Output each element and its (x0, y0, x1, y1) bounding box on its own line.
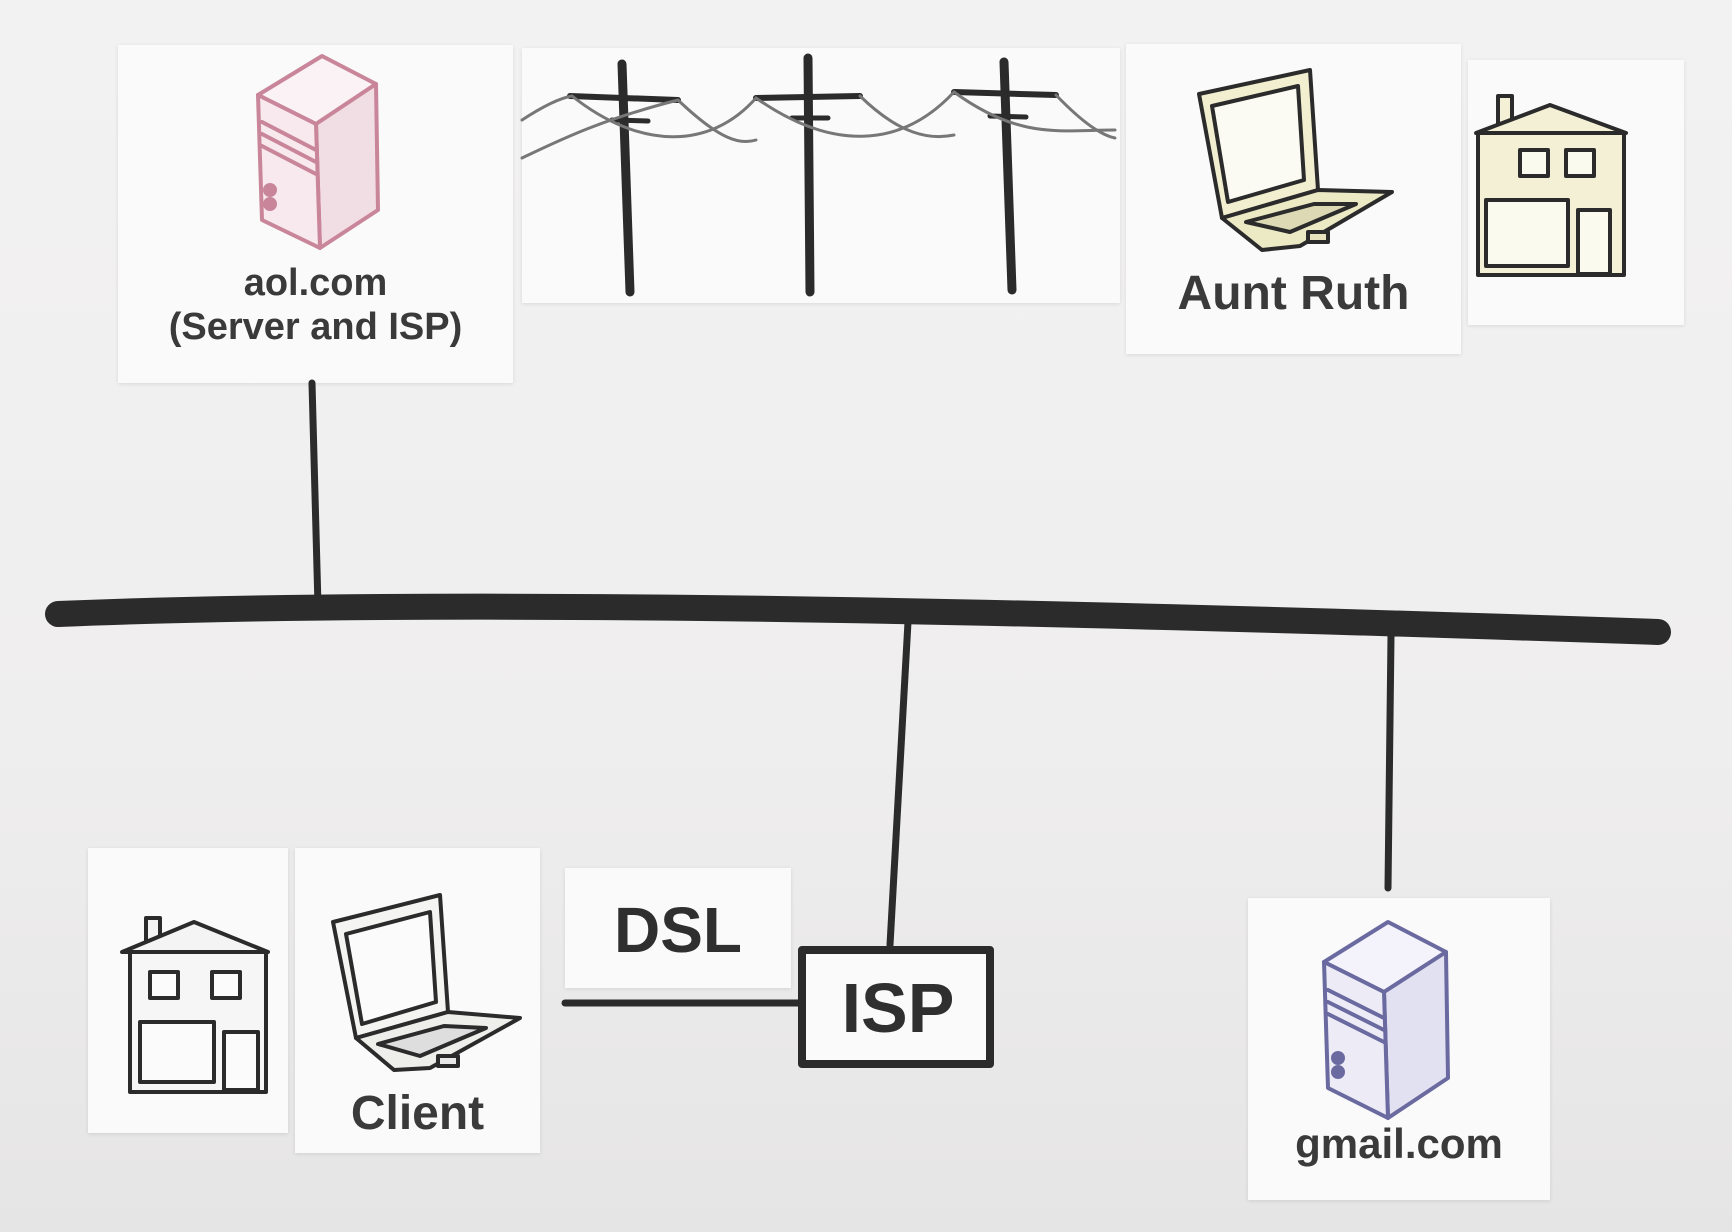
isp-label: ISP (841, 969, 955, 1047)
internet-backbone-line (45, 593, 1671, 645)
client-laptop-icon (331, 893, 522, 1072)
aol-connector-line (308, 379, 322, 610)
aol-name: aol.com (243, 262, 388, 304)
client-house-icon (120, 916, 270, 1094)
aol-subtitle: (Server and ISP) (168, 305, 463, 348)
isp-box (798, 946, 994, 1068)
utility-poles-icon (520, 53, 1117, 297)
aunt-ruth-label: Aunt Ruth (1177, 267, 1410, 320)
gmail-label: gmail.com (1295, 1120, 1503, 1167)
gmail-server-icon (1322, 920, 1450, 1120)
dsl-label: DSL (614, 894, 742, 966)
client-label: Client (350, 1087, 485, 1140)
aunt-ruth-laptop-icon (1197, 68, 1394, 252)
aol-server-icon (256, 54, 380, 250)
gmail-connector-line (1384, 632, 1395, 892)
aunt-ruth-house-icon (1474, 94, 1628, 277)
isp-connector-line (886, 618, 912, 949)
dsl-card (565, 868, 791, 988)
aol-label: aol.com (Server and ISP) (118, 262, 513, 349)
